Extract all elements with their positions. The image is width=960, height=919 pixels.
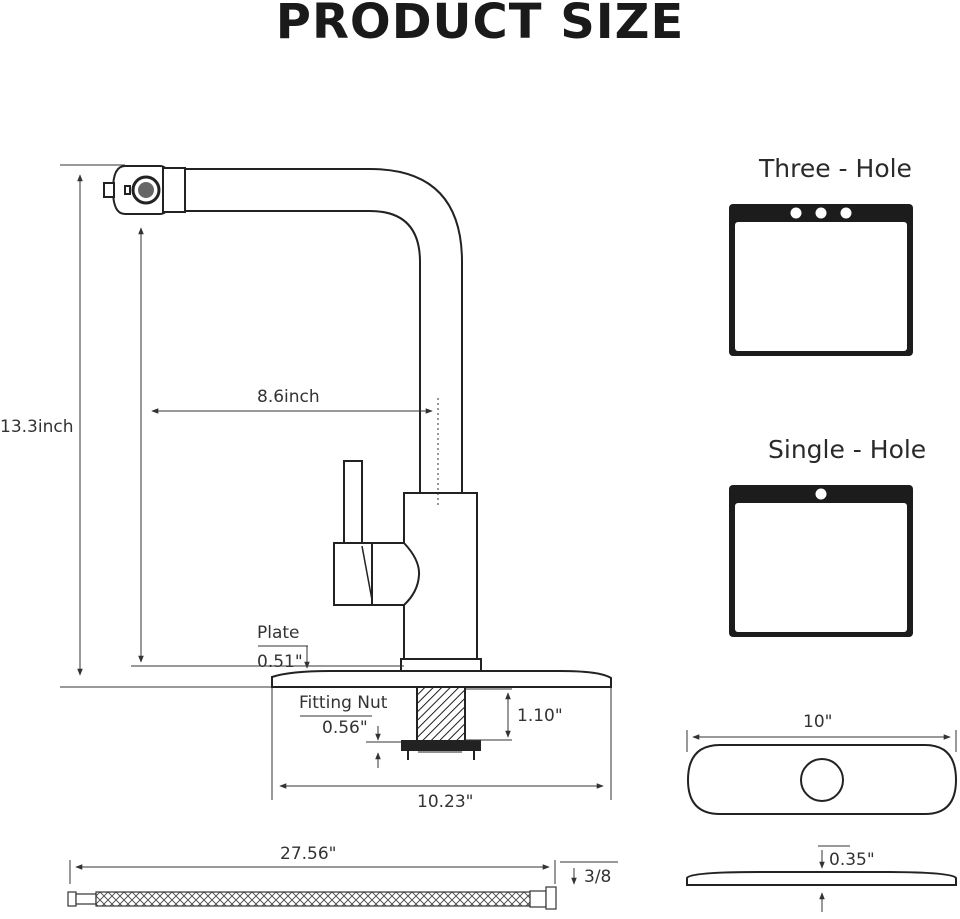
shank-dimension: 1.10" [517, 706, 563, 726]
deck-plate-thickness-label: 0.35" [829, 850, 875, 870]
plate-thickness-label: 0.51" [257, 652, 303, 672]
three-hole-title: Three - Hole [758, 154, 912, 183]
aerator-icon [131, 175, 161, 205]
hose-size-label: 3/8 [584, 867, 611, 887]
three-hole-sink [729, 204, 913, 356]
deck-plate-side [686, 871, 957, 886]
fitting-nut-label: Fitting Nut [299, 693, 388, 713]
hole-icon [815, 207, 827, 219]
deck-plate-top [686, 744, 958, 815]
handle-lever [343, 460, 363, 547]
hose-length-label: 27.56" [280, 844, 337, 864]
deck-plate-width-label: 10" [803, 712, 832, 732]
page-title: PRODUCT SIZE [275, 0, 685, 50]
fitting-nut [401, 740, 481, 751]
reach-label: 8.6inch [257, 387, 320, 407]
fitting-nut-dimension: 0.56" [322, 718, 368, 738]
deck-plate-hole [800, 758, 844, 802]
single-hole-sink [729, 485, 913, 637]
single-hole-title: Single - Hole [768, 435, 926, 464]
hole-icon [840, 207, 852, 219]
hole-icon [790, 207, 802, 219]
plate-label: Plate [257, 623, 300, 643]
hole-icon [815, 488, 827, 500]
plate-side [271, 670, 612, 688]
height-label: 13.3inch [0, 417, 73, 437]
supply-hose [67, 886, 557, 910]
shank [416, 686, 466, 742]
dimension-lines [60, 164, 957, 912]
faucet-drawing [103, 165, 612, 760]
plate-width-label: 10.23" [417, 792, 474, 812]
